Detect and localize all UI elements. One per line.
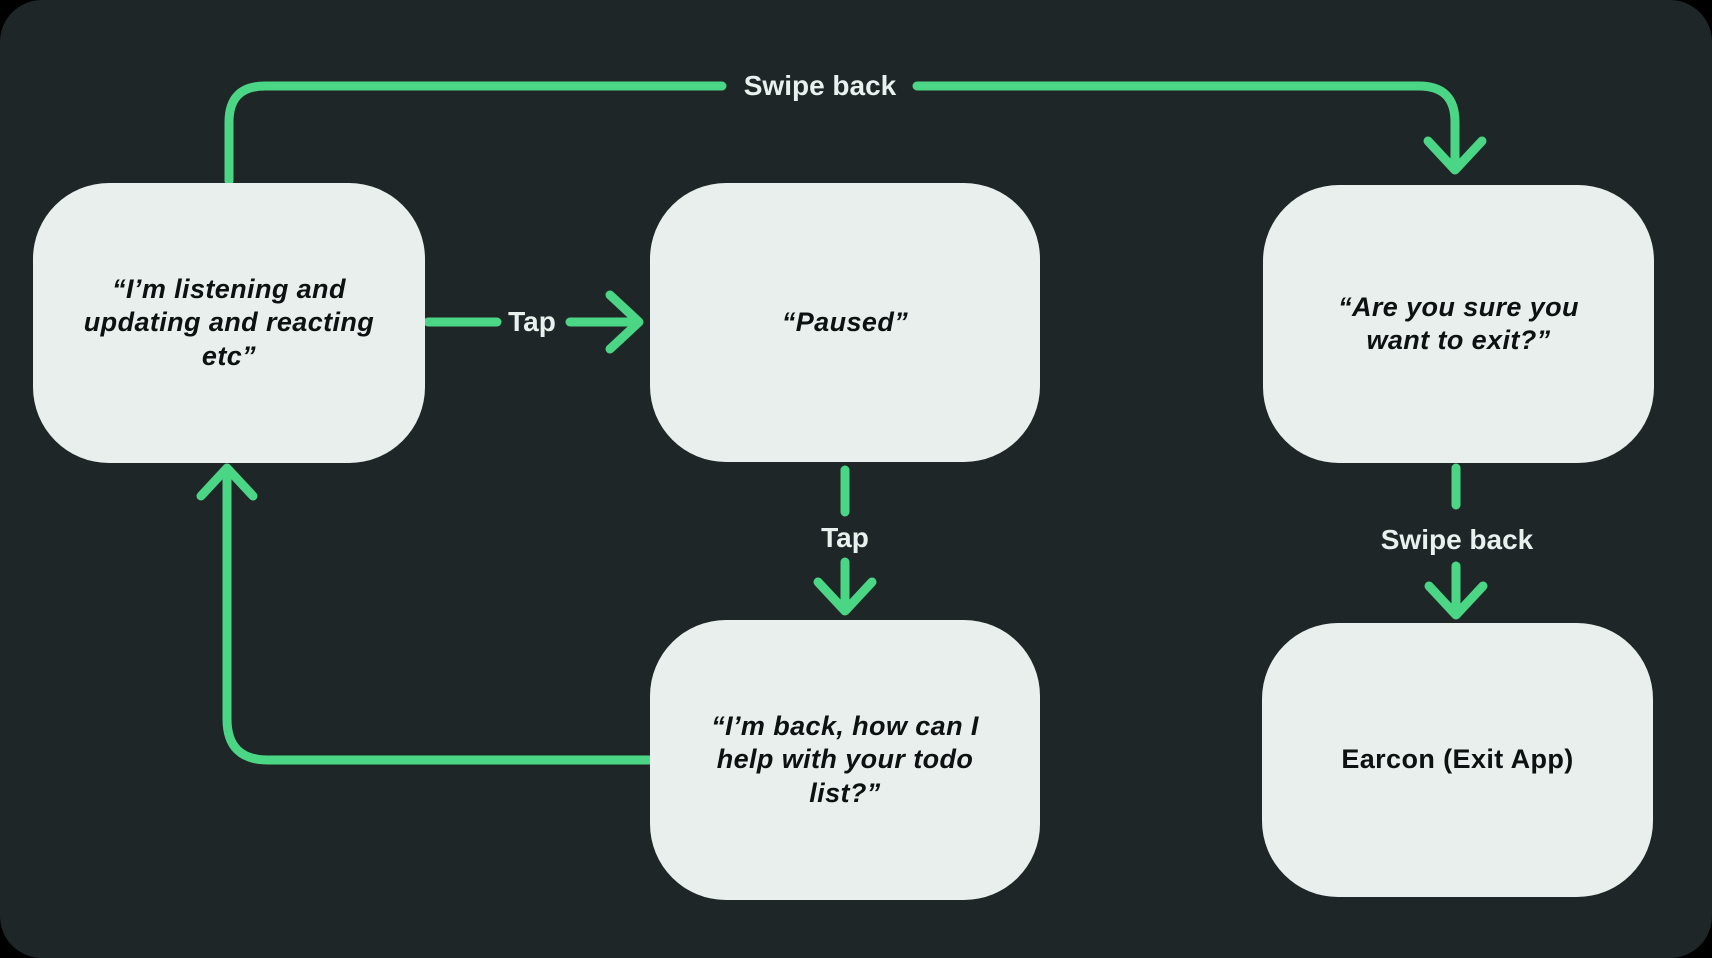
arrowhead-right-into-paused (605, 290, 644, 354)
node-back-line-2: help with your todo (716, 744, 974, 775)
node-listening-text: “I’m listening and updating and reacting… (84, 273, 374, 373)
node-earcon: Earcon (Exit App) (1262, 623, 1653, 897)
node-exit-confirm-text: “Are you sure you want to exit?” (1338, 291, 1579, 358)
node-earcon-line-1: Earcon (Exit App) (1341, 744, 1574, 775)
node-listening-line-3: etc” (201, 340, 257, 371)
node-paused: “Paused” (650, 183, 1040, 462)
edge-label-tap-vertical: Tap (821, 522, 869, 553)
edge-loop-back-to-listening (222, 465, 655, 765)
node-paused-text: “Paused” (782, 306, 908, 339)
arrowhead-down-into-back (813, 577, 877, 616)
edge-label-swipe-back-top: Swipe back (743, 70, 897, 101)
node-back-line-3: list?” (809, 777, 881, 808)
node-exit-confirm-line-1: “Are you sure you (1338, 291, 1579, 322)
node-back-text: “I’m back, how can I help with your todo… (711, 710, 979, 810)
node-listening: “I’m listening and updating and reacting… (33, 183, 425, 463)
arrowhead-down-into-exit-confirm (1423, 136, 1487, 175)
edge-label-tap-horizontal: Tap (508, 306, 556, 337)
edge-label-swipe-back-right: Swipe back (1380, 524, 1534, 555)
edge-swipe-back-top-right-segment (912, 81, 1460, 173)
node-listening-line-1: “I’m listening and (112, 273, 346, 304)
node-exit-confirm-line-2: want to exit?” (1366, 325, 1551, 355)
node-paused-line-1: “Paused” (781, 306, 909, 337)
node-earcon-text: Earcon (Exit App) (1341, 743, 1573, 776)
edge-swipe-back-top-left-segment (224, 81, 727, 186)
arrowhead-down-into-earcon (1424, 581, 1488, 620)
node-back-line-1: “I’m back, how can I (711, 710, 979, 741)
node-listening-line-2: updating and reacting (83, 307, 375, 338)
node-exit-confirm: “Are you sure you want to exit?” (1263, 185, 1654, 463)
arrowhead-up-into-listening (196, 463, 258, 501)
node-back: “I’m back, how can I help with your todo… (650, 620, 1040, 900)
